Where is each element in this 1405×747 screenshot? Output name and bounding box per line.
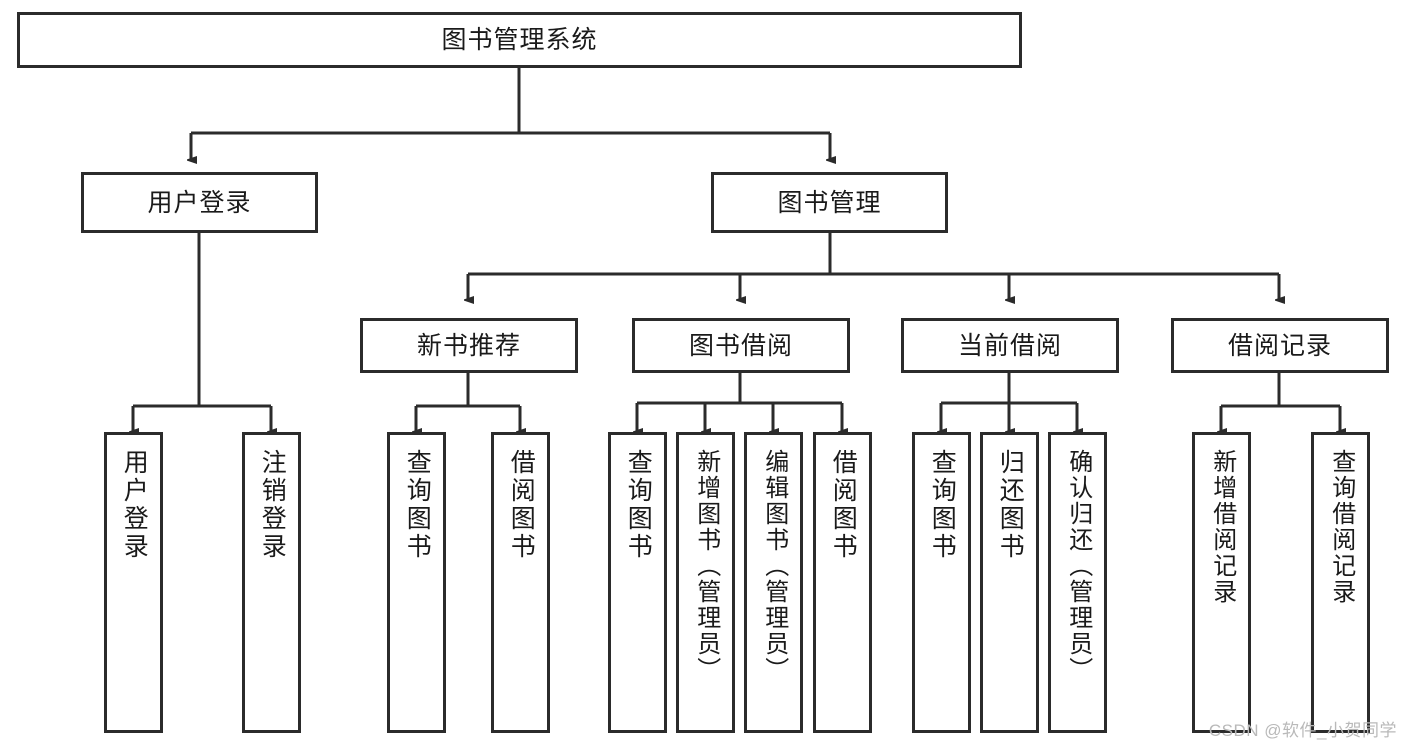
leaf-current-borrow-return-label: 归还图书 bbox=[996, 449, 1025, 561]
leaf-user-login-logout-label: 注销登录 bbox=[258, 449, 287, 561]
leaf-book-borrow-add-label: 新增图书（管理员） bbox=[692, 449, 720, 683]
leaf-current-borrow-query[interactable]: 查询图书 bbox=[912, 432, 971, 733]
leaf-current-borrow-confirm[interactable]: 确认归还（管理员） bbox=[1048, 432, 1107, 733]
leaf-book-borrow-borrow[interactable]: 借阅图书 bbox=[813, 432, 872, 733]
node-book-borrow[interactable]: 图书借阅 bbox=[632, 318, 850, 373]
leaf-book-borrow-borrow-label: 借阅图书 bbox=[829, 449, 858, 561]
leaf-new-book-borrow[interactable]: 借阅图书 bbox=[491, 432, 550, 733]
node-user-login-label: 用户登录 bbox=[147, 188, 252, 217]
leaf-borrow-records-add[interactable]: 新增借阅记录 bbox=[1192, 432, 1251, 733]
leaf-borrow-records-add-label: 新增借阅记录 bbox=[1208, 449, 1236, 605]
leaf-book-borrow-add[interactable]: 新增图书（管理员） bbox=[676, 432, 735, 733]
node-new-book-recommend[interactable]: 新书推荐 bbox=[360, 318, 578, 373]
node-borrow-records[interactable]: 借阅记录 bbox=[1171, 318, 1389, 373]
leaf-book-borrow-edit-label: 编辑图书（管理员） bbox=[760, 449, 788, 683]
node-root-label: 图书管理系统 bbox=[441, 26, 598, 54]
node-root[interactable]: 图书管理系统 bbox=[17, 12, 1022, 68]
leaf-borrow-records-query[interactable]: 查询借阅记录 bbox=[1311, 432, 1370, 733]
node-book-manage-label: 图书管理 bbox=[777, 188, 882, 217]
leaf-user-login-login[interactable]: 用户登录 bbox=[104, 432, 163, 733]
watermark: CSDN @软件_小贺同学 bbox=[1208, 721, 1397, 740]
node-borrow-records-label: 借阅记录 bbox=[1227, 331, 1332, 360]
node-current-borrow[interactable]: 当前借阅 bbox=[901, 318, 1119, 373]
leaf-new-book-borrow-label: 借阅图书 bbox=[507, 449, 536, 561]
node-user-login[interactable]: 用户登录 bbox=[81, 172, 318, 233]
leaf-new-book-query[interactable]: 查询图书 bbox=[387, 432, 446, 733]
leaf-borrow-records-query-label: 查询借阅记录 bbox=[1327, 449, 1355, 605]
leaf-new-book-query-label: 查询图书 bbox=[403, 449, 432, 561]
leaf-book-borrow-query[interactable]: 查询图书 bbox=[608, 432, 667, 733]
leaf-current-borrow-confirm-label: 确认归还（管理员） bbox=[1064, 449, 1092, 683]
leaf-book-borrow-query-label: 查询图书 bbox=[624, 449, 653, 561]
node-current-borrow-label: 当前借阅 bbox=[957, 331, 1062, 360]
node-new-book-recommend-label: 新书推荐 bbox=[416, 331, 521, 360]
leaf-user-login-logout[interactable]: 注销登录 bbox=[242, 432, 301, 733]
leaf-user-login-login-label: 用户登录 bbox=[120, 449, 149, 561]
node-book-borrow-label: 图书借阅 bbox=[688, 331, 793, 360]
leaf-book-borrow-edit[interactable]: 编辑图书（管理员） bbox=[744, 432, 803, 733]
node-book-manage[interactable]: 图书管理 bbox=[711, 172, 948, 233]
leaf-current-borrow-query-label: 查询图书 bbox=[928, 449, 957, 561]
leaf-current-borrow-return[interactable]: 归还图书 bbox=[980, 432, 1039, 733]
